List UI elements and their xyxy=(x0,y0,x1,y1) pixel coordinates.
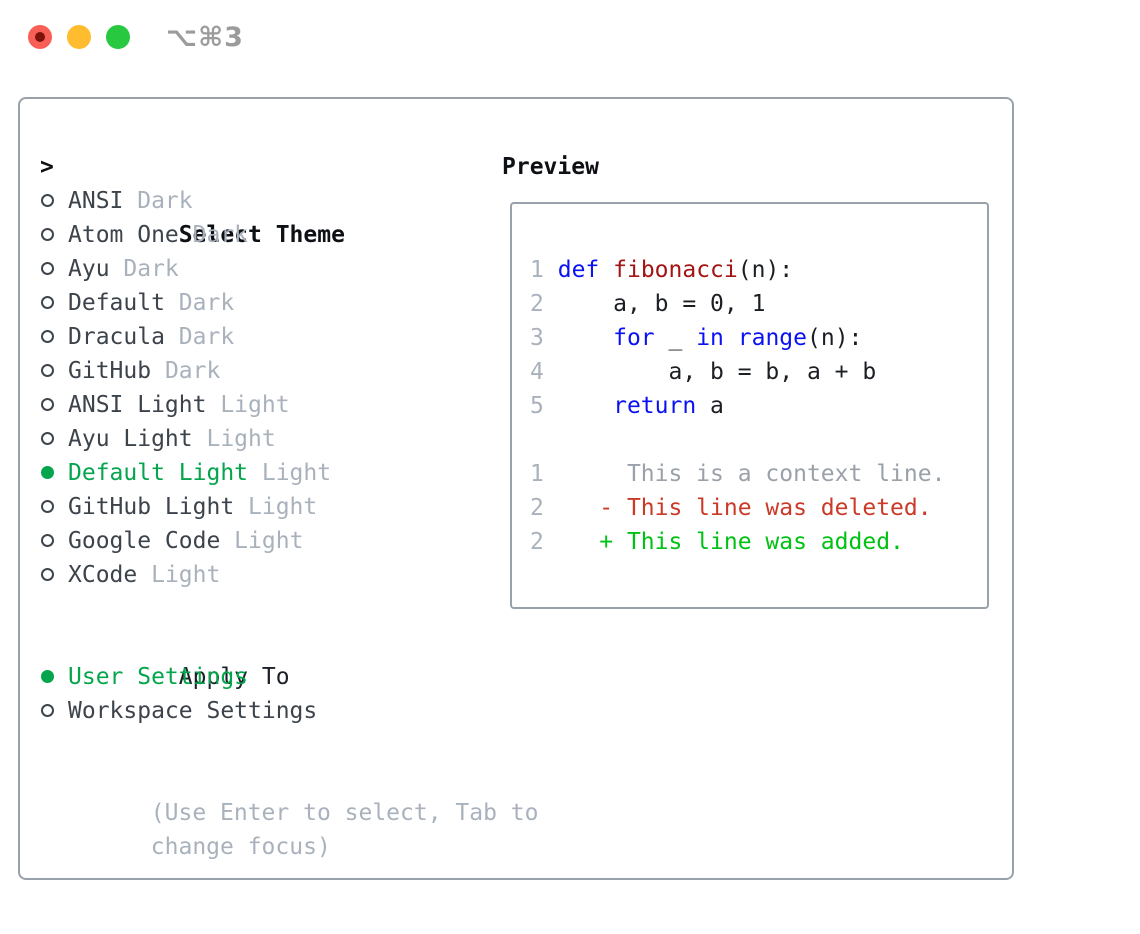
theme-option-ansi-dark[interactable]: ANSI Dark xyxy=(40,184,490,218)
theme-option-label: ANSI Light xyxy=(68,392,207,418)
help-text-line-1: (Use Enter to select, Tab to xyxy=(150,800,539,826)
radio-unselected-icon xyxy=(41,364,54,377)
spacer-row xyxy=(40,592,490,626)
theme-variant-label: Dark xyxy=(151,358,221,384)
preview-pane: 1 def fibonacci(n): 2 a, b = 0, 1 3 for _ … xyxy=(510,202,989,609)
line-number: 1 xyxy=(530,461,544,487)
preview-line-3: 3 for _ in range(n): xyxy=(530,325,863,351)
theme-option-label: Default Light xyxy=(68,460,249,486)
theme-option-atom-one-dark[interactable]: Atom One Dark xyxy=(40,218,490,252)
close-button[interactable] xyxy=(28,25,52,49)
theme-variant-label: Dark xyxy=(109,256,179,282)
line-number: 4 xyxy=(530,359,544,385)
theme-option-xcode-light[interactable]: XCode Light xyxy=(40,558,490,592)
preview-line-5: 5 return a xyxy=(530,393,724,419)
preview-line-8: 2 - This line was deleted. xyxy=(530,495,932,521)
radio-unselected-icon xyxy=(41,228,54,241)
focus-caret-icon: > xyxy=(40,154,54,180)
theme-variant-label: Light xyxy=(234,494,318,520)
radio-unselected-icon xyxy=(41,500,54,513)
radio-unselected-icon xyxy=(41,296,54,309)
theme-option-label: XCode xyxy=(68,562,138,588)
maximize-button[interactable] xyxy=(106,25,130,49)
radio-selected-icon xyxy=(41,670,54,683)
radio-unselected-icon xyxy=(41,398,54,411)
theme-variant-label: Light xyxy=(192,426,276,452)
theme-variant-label: Dark xyxy=(164,290,235,316)
minimize-button[interactable] xyxy=(67,25,91,49)
apply-option-label: User Settings xyxy=(68,664,249,690)
preview-line-1: 1 def fibonacci(n): xyxy=(530,257,794,283)
theme-option-github-dark[interactable]: GitHub Dark xyxy=(40,354,490,388)
radio-unselected-icon xyxy=(41,568,54,581)
theme-option-github-light-light[interactable]: GitHub Light Light xyxy=(40,490,490,524)
help-text-line-2: change focus) xyxy=(150,834,331,860)
line-number: 3 xyxy=(530,325,544,351)
radio-unselected-icon xyxy=(41,262,54,275)
line-number: 5 xyxy=(530,393,544,419)
line-number: 2 xyxy=(530,529,544,555)
apply-to-header-row: Apply To xyxy=(40,626,490,690)
preview-header: Preview xyxy=(502,154,599,180)
theme-option-label: Dracula xyxy=(68,324,165,350)
line-number: 1 xyxy=(530,257,544,283)
theme-option-ayu-light-light[interactable]: Ayu Light Light xyxy=(40,422,490,456)
theme-option-default-light-light[interactable]: Default Light Light xyxy=(40,456,490,490)
radio-unselected-icon xyxy=(41,704,54,717)
window-shortcut-label: ⌥⌘3 xyxy=(166,22,244,53)
preview-line-9: 2 + This line was added. xyxy=(530,529,904,555)
preview-line-4: 4 a, b = b, a + b xyxy=(530,359,877,385)
unsaved-indicator-dot xyxy=(35,32,45,42)
radio-unselected-icon xyxy=(41,432,54,445)
line-number: 2 xyxy=(530,495,544,521)
select-theme-header: Select Theme xyxy=(178,222,345,248)
theme-variant-label: Dark xyxy=(123,188,193,214)
preview-line-7: 1 This is a context line. xyxy=(530,461,946,487)
select-theme-header-row: > Select Theme xyxy=(40,150,490,248)
theme-option-label: ANSI xyxy=(68,188,124,214)
apply-option-workspace-settings[interactable]: Workspace Settings xyxy=(40,694,490,728)
theme-variant-label: Dark xyxy=(164,324,235,350)
theme-option-ansi-light-light[interactable]: ANSI Light Light xyxy=(40,388,490,422)
theme-option-label: Ayu Light xyxy=(68,426,193,452)
theme-variant-label: Light xyxy=(206,392,290,418)
theme-option-label: Default xyxy=(68,290,165,316)
spacer-row xyxy=(40,728,490,762)
preview-line-2: 2 a, b = 0, 1 xyxy=(530,291,766,317)
line-number: 2 xyxy=(530,291,544,317)
titlebar: ⌥⌘3 xyxy=(0,0,1140,74)
theme-option-dracula-dark[interactable]: Dracula Dark xyxy=(40,320,490,354)
theme-option-label: Atom One xyxy=(68,222,179,248)
theme-variant-label: Light xyxy=(220,528,304,554)
theme-variant-label: Light xyxy=(137,562,221,588)
apply-option-label: Workspace Settings xyxy=(68,698,318,724)
theme-option-google-code-light[interactable]: Google Code Light xyxy=(40,524,490,558)
theme-option-label: Ayu xyxy=(68,256,110,282)
apply-option-user-settings[interactable]: User Settings xyxy=(40,660,490,694)
radio-selected-icon xyxy=(41,466,54,479)
theme-variant-label: Dark xyxy=(178,222,249,248)
theme-option-default-dark[interactable]: Default Dark xyxy=(40,286,490,320)
radio-unselected-icon xyxy=(41,330,54,343)
theme-option-ayu-dark[interactable]: Ayu Dark xyxy=(40,252,490,286)
theme-option-label: GitHub Light xyxy=(68,494,235,520)
theme-option-label: GitHub xyxy=(68,358,152,384)
theme-option-label: Google Code xyxy=(68,528,221,554)
radio-unselected-icon xyxy=(41,534,54,547)
preview-line-6 xyxy=(530,423,987,457)
theme-variant-label: Light xyxy=(248,460,332,486)
apply-to-header: Apply To xyxy=(178,664,290,690)
radio-unselected-icon xyxy=(41,194,54,207)
